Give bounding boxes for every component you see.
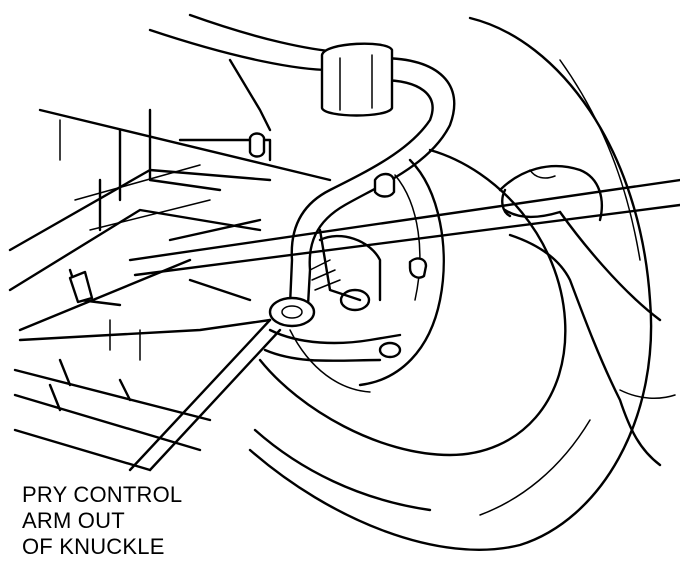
callout-line-1: PRY CONTROL bbox=[22, 482, 182, 508]
callout-leader bbox=[130, 320, 280, 470]
callout-label: PRY CONTROL ARM OUT OF KNUCKLE bbox=[22, 482, 182, 560]
callout-line-2: ARM OUT bbox=[22, 508, 182, 534]
callout-line-3: OF KNUCKLE bbox=[22, 534, 182, 560]
stabilizer-bar bbox=[150, 15, 454, 326]
control-arm-knuckle bbox=[265, 174, 426, 361]
hand-arm bbox=[500, 166, 675, 465]
